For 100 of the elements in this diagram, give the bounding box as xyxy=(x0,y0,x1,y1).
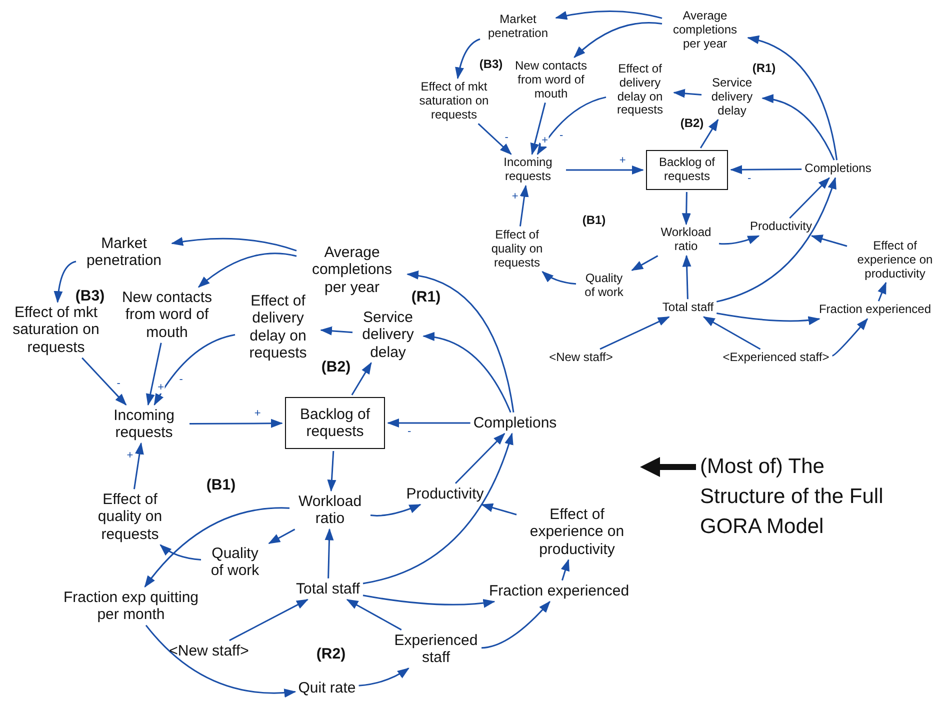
variable-label: New contacts from word of mouth xyxy=(117,289,217,341)
arrow xyxy=(327,450,336,492)
arrow xyxy=(716,176,836,302)
variable-label: Effect of quality on requests xyxy=(482,228,552,270)
arrow xyxy=(810,234,848,247)
arrow xyxy=(146,342,162,406)
variable-label: Completions xyxy=(804,162,872,176)
arrow xyxy=(320,326,353,336)
variable-label: Quit rate xyxy=(298,679,356,697)
arrow xyxy=(536,96,606,156)
loop-label: (B3) xyxy=(479,57,503,71)
arrow xyxy=(700,118,719,148)
arrow xyxy=(480,503,517,516)
arrow xyxy=(574,22,662,58)
arrow xyxy=(542,271,576,285)
arrow xyxy=(133,442,144,490)
arrow xyxy=(324,528,334,578)
diagram-title: (Most of) The Structure of the Full GORA Model xyxy=(700,454,884,540)
loop-label: (B1) xyxy=(582,213,606,227)
arrow xyxy=(530,102,546,156)
arrow xyxy=(555,10,662,20)
arrow xyxy=(716,312,820,325)
variable-label: Effect of quality on requests xyxy=(88,491,172,543)
arrow xyxy=(832,318,868,356)
arrow xyxy=(718,235,760,245)
arrow xyxy=(682,192,691,226)
variable-label: Average completions per year xyxy=(665,9,745,51)
polarity-sign: + xyxy=(540,135,550,146)
arrow xyxy=(478,123,512,155)
arrow xyxy=(455,38,480,80)
variable-label: Productivity xyxy=(750,220,812,234)
arrow xyxy=(702,316,761,350)
variable-label: Experienced staff xyxy=(394,632,478,666)
arrow xyxy=(154,334,236,406)
variable-label: Service delivery delay xyxy=(356,309,420,361)
variable-label: Productivity xyxy=(406,485,484,503)
arrow xyxy=(406,271,514,413)
arrow xyxy=(747,36,838,160)
loop-label: (B2) xyxy=(680,116,704,130)
variable-label: Incoming requests xyxy=(102,406,186,442)
loop-label: (R1) xyxy=(411,288,441,306)
arrow xyxy=(762,94,835,160)
variable-label: Service delivery delay xyxy=(704,76,760,118)
variable-label: Incoming requests xyxy=(493,156,563,184)
variable-label: Fraction experienced xyxy=(488,582,630,600)
arrow xyxy=(171,237,297,252)
variable-label: <New staff> xyxy=(169,642,249,660)
arrow xyxy=(358,668,410,686)
variable-label: Total staff xyxy=(296,580,360,598)
arrow xyxy=(673,88,702,98)
arrow xyxy=(82,357,127,406)
arrow xyxy=(268,528,296,544)
variable-label: Workload ratio xyxy=(656,226,716,254)
variable-label: Quality of work xyxy=(204,544,266,580)
variable-label: Total staff xyxy=(662,301,714,315)
loop-label: (R2) xyxy=(316,646,346,662)
arrow xyxy=(387,418,470,428)
arrow xyxy=(229,598,308,642)
variable-label: Market penetration xyxy=(79,234,169,270)
arrow xyxy=(481,600,550,649)
variable-label: <Experienced staff> xyxy=(722,351,830,365)
variable-label: Workload ratio xyxy=(292,492,368,528)
arrow xyxy=(422,332,512,413)
variable-label: Quality of work xyxy=(579,272,629,300)
arrow xyxy=(519,184,529,226)
variable-label: Completions xyxy=(473,414,557,432)
arrow xyxy=(560,558,570,581)
arrow xyxy=(145,624,296,698)
arrow xyxy=(789,177,830,219)
arrow xyxy=(631,255,658,271)
loop-label: (B2) xyxy=(321,358,351,376)
stock-box: Backlog of requests xyxy=(646,150,728,190)
arrow xyxy=(600,316,670,350)
variable-label: Fraction experienced xyxy=(818,303,932,317)
loop-label: (B1) xyxy=(206,476,236,494)
arrow xyxy=(362,432,513,584)
variable-label: Effect of experience on productivity xyxy=(850,239,940,281)
polarity-sign: + xyxy=(156,382,166,394)
arrow xyxy=(362,594,496,608)
variable-label: Effect of mkt saturation on requests xyxy=(406,80,502,122)
variable-label: Market penetration xyxy=(483,13,553,41)
arrow xyxy=(682,254,692,300)
arrow xyxy=(370,504,422,516)
arrow xyxy=(198,252,297,288)
arrow xyxy=(190,418,283,428)
arrow xyxy=(454,432,506,484)
arrow xyxy=(878,282,887,302)
variable-label: Effect of delivery delay on requests xyxy=(609,62,671,118)
variable-label: <New staff> xyxy=(549,351,613,365)
arrow xyxy=(346,598,402,630)
stock-box: Backlog of requests xyxy=(285,397,385,449)
variable-label: New contacts from word of mouth xyxy=(511,59,591,101)
arrow xyxy=(730,165,802,174)
loop-label: (B3) xyxy=(75,288,105,304)
arrow xyxy=(144,507,290,588)
variable-label: Effect of mkt saturation on requests xyxy=(0,304,112,356)
variable-label: Effect of experience on productivity xyxy=(520,506,634,558)
variable-label: Fraction exp quitting per month xyxy=(61,588,201,624)
arrow xyxy=(566,166,644,174)
arrow xyxy=(54,260,76,304)
